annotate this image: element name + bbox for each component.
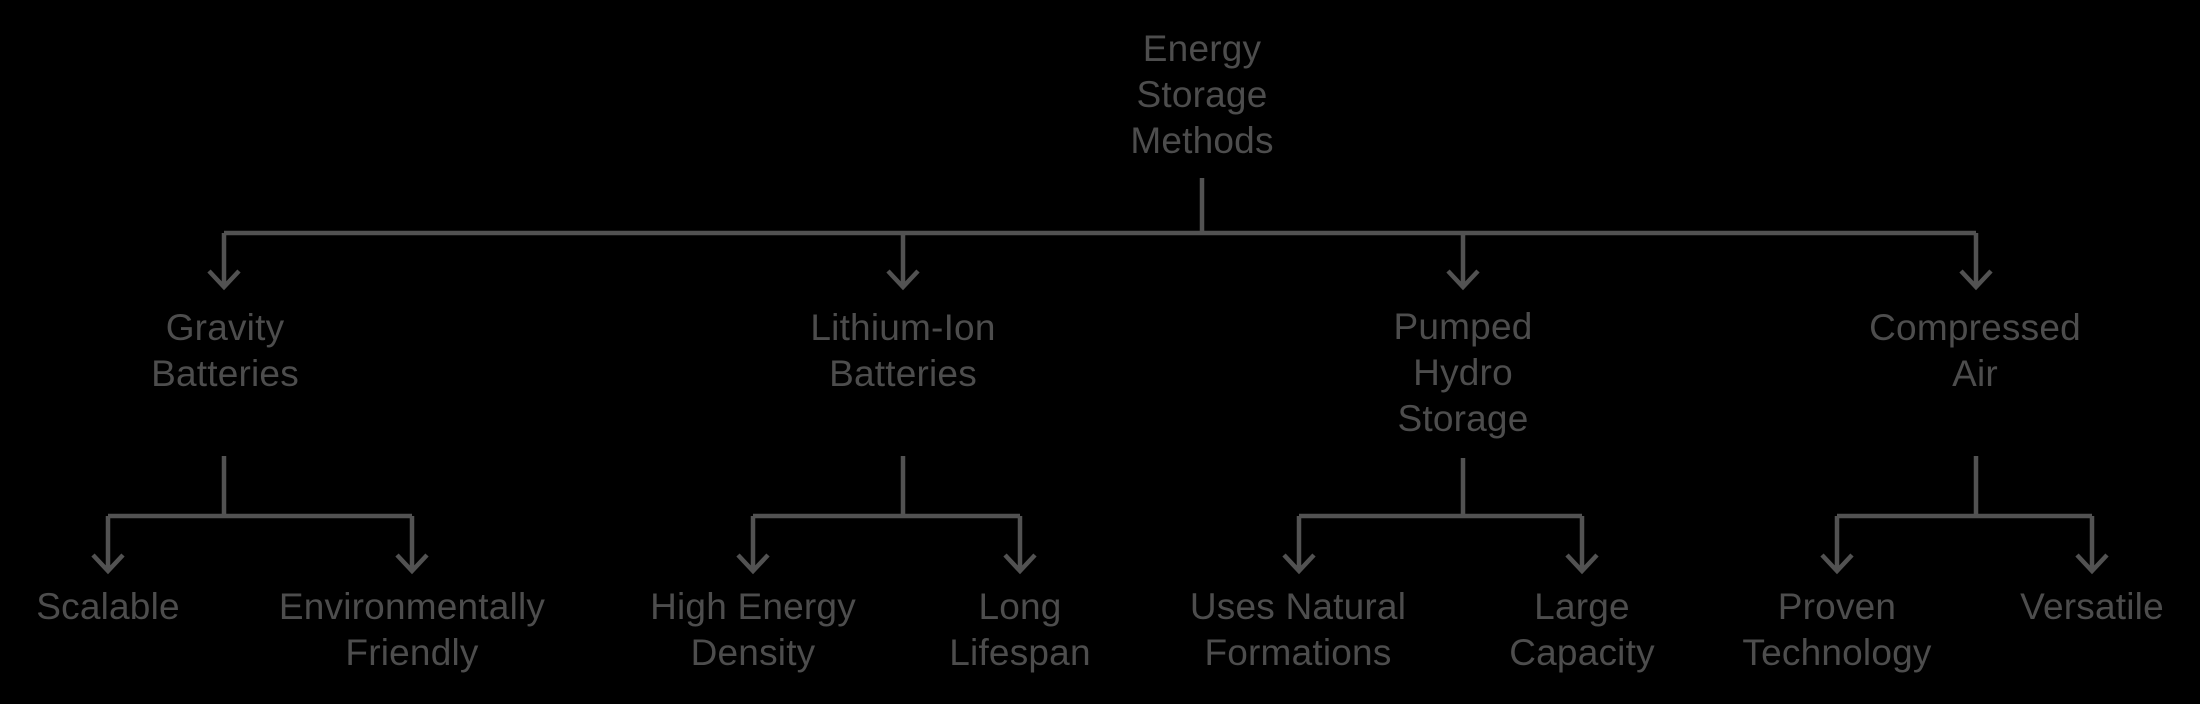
node-root-energy-storage-methods: Energy Storage Methods bbox=[1130, 28, 1274, 161]
arrow-to-proven-technology bbox=[1820, 516, 1854, 575]
node-proven-technology: Proven Technology bbox=[1742, 586, 1932, 673]
node-versatile: Versatile bbox=[2020, 586, 2164, 627]
node-lithium-ion-batteries: Lithium-Ion Batteries bbox=[810, 307, 996, 394]
arrow-to-versatile bbox=[2075, 516, 2109, 575]
arrow-to-environmentally-friendly bbox=[395, 516, 429, 575]
edge-trunk-pumped-hydro-storage bbox=[1299, 458, 1582, 519]
arrow-to-gravity-batteries bbox=[207, 233, 241, 291]
node-uses-natural-formations: Uses Natural Formations bbox=[1189, 586, 1407, 673]
edge-trunk-compressed-air bbox=[1837, 456, 2092, 519]
edge-trunk-lithium-ion-batteries bbox=[753, 456, 1020, 519]
node-long-lifespan: Long Lifespan bbox=[949, 586, 1091, 673]
arrow-to-scalable bbox=[91, 516, 125, 575]
node-large-capacity: Large Capacity bbox=[1509, 586, 1655, 673]
arrow-to-large-capacity bbox=[1565, 516, 1599, 575]
arrow-to-uses-natural-formations bbox=[1282, 516, 1316, 575]
node-high-energy-density: High Energy Density bbox=[650, 586, 856, 673]
arrow-to-long-lifespan bbox=[1003, 516, 1037, 575]
node-compressed-air: Compressed Air bbox=[1869, 307, 2081, 394]
arrow-to-lithium-ion-batteries bbox=[886, 233, 920, 291]
arrow-to-compressed-air bbox=[1959, 233, 1993, 291]
edge-trunk-root bbox=[224, 178, 1976, 236]
node-pumped-hydro-storage: Pumped Hydro Storage bbox=[1393, 306, 1533, 439]
node-scalable: Scalable bbox=[36, 586, 180, 627]
arrow-to-high-energy-density bbox=[736, 516, 770, 575]
edge-trunk-gravity-batteries bbox=[108, 456, 412, 519]
node-gravity-batteries: Gravity Batteries bbox=[151, 307, 299, 394]
arrow-to-pumped-hydro-storage bbox=[1446, 233, 1480, 291]
node-environmentally-friendly: Environmentally Friendly bbox=[278, 586, 546, 673]
